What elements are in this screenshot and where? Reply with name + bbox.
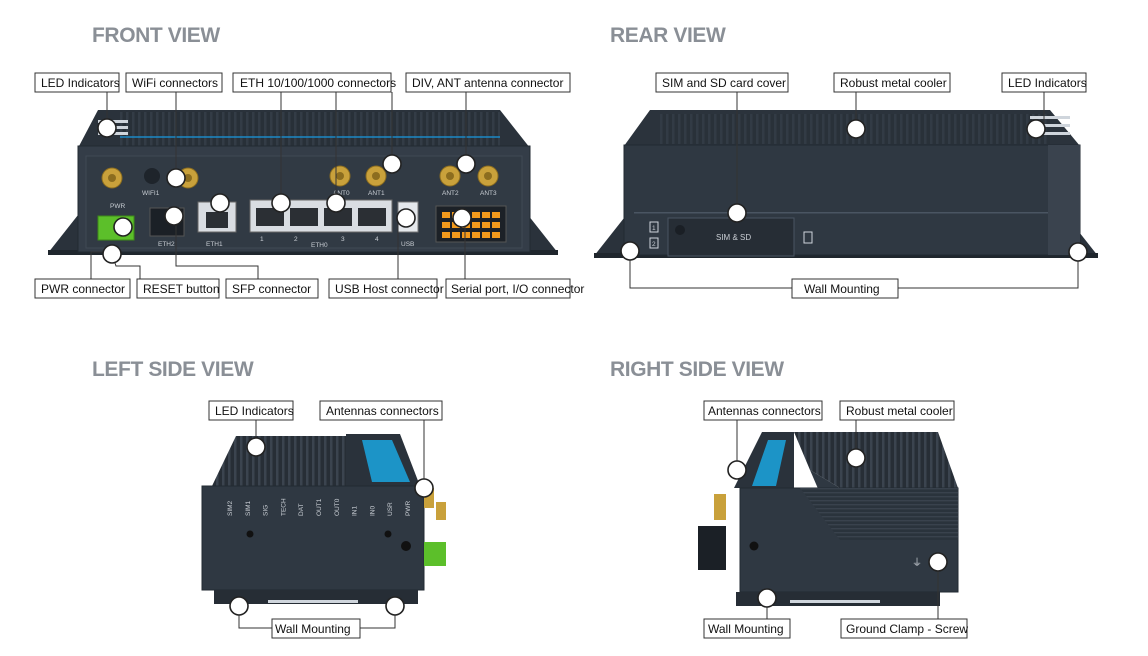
pwr-port-label: PWR (110, 203, 125, 210)
left-led-label-out1: OUT1 (316, 498, 323, 516)
left-callout-dots (229, 437, 434, 616)
front-callout-dots (97, 118, 476, 264)
rear-wall-mounting-label: Wall Mounting (804, 282, 880, 296)
left-led-label-tech: TECH (280, 498, 287, 516)
left-led-label-out0: OUT0 (334, 498, 341, 516)
usb-label: USB (401, 241, 414, 248)
sim-sd-cover-label: SIM and SD card cover (662, 76, 786, 90)
right-wall-mounting-label: Wall Mounting (708, 622, 784, 636)
eth-port-1-label: 1 (260, 236, 264, 243)
eth0-ports (249, 199, 393, 233)
eth2-label: ETH2 (158, 241, 175, 248)
left-led-label-pwr: PWR (405, 501, 412, 516)
rear-metal-cooler-label: Robust metal cooler (840, 76, 947, 90)
left-led-label-dat: DAT (298, 503, 305, 516)
wifi1-label: WIFI1 (142, 190, 160, 197)
eth1-label: ETH1 (206, 241, 223, 248)
left-device (201, 434, 446, 604)
ant1-label: ANT1 (368, 190, 385, 197)
serial-io-connector-label: Serial port, I/O connector (451, 282, 584, 296)
sim-sd-device-label: SIM & SD (716, 233, 751, 242)
right-side-view-title: RIGHT SIDE VIEW (610, 358, 784, 381)
reset-button-label: RESET button (143, 282, 220, 296)
left-wall-mounting-label: Wall Mounting (275, 622, 351, 636)
left-led-indicators-label: LED Indicators (215, 404, 294, 418)
ant3-label: ANT3 (480, 190, 497, 197)
ant2-ant3-connectors (439, 165, 499, 187)
left-led-label-in1: IN1 (352, 506, 359, 517)
ant0-ant1-connectors (329, 165, 387, 187)
left-labels: LED Indicators Antennas connectors Wall … (208, 400, 443, 639)
left-led-labels: SIM2 SIM1 SIG TECH DAT OUT1 OUT0 IN1 IN0 USR PWR (227, 498, 412, 516)
rear-led-indicators-label: LED Indicators (1008, 76, 1087, 90)
div-ant-connector-label: DIV, ANT antenna connector (412, 76, 563, 90)
eth-connectors-label: ETH 10/100/1000 connectors (240, 76, 396, 90)
eth0-label: ETH0 (311, 242, 328, 249)
svg-text:⏚: ⏚ (912, 557, 922, 569)
pwr-connector-label: PWR connector (41, 282, 125, 296)
right-labels: Antennas connectors Robust metal cooler … (703, 400, 968, 639)
eth-port-3-label: 3 (341, 236, 345, 243)
left-led-label-sim1: SIM1 (245, 500, 252, 516)
left-side-view-title: LEFT SIDE VIEW (92, 358, 254, 381)
rear-labels: SIM and SD card cover Robust metal coole… (655, 72, 1087, 299)
sim-slot-1-label: 1 (652, 225, 656, 232)
right-metal-cooler-label: Robust metal cooler (846, 404, 953, 418)
eth-port-2-label: 2 (294, 236, 298, 243)
rear-view-title: REAR VIEW (610, 24, 726, 47)
right-device: ⏚ (698, 432, 959, 606)
sim-slot-2-label: 2 (652, 241, 656, 248)
ground-clamp-label: Ground Clamp - Screw (846, 622, 968, 636)
usb-host-connector-label: USB Host connector (335, 282, 444, 296)
front-led-indicators-label: LED Indicators (41, 76, 120, 90)
left-led-label-usr: USR (387, 502, 394, 516)
rear-callout-dots (620, 119, 1088, 262)
left-antennas-connectors-label: Antennas connectors (326, 404, 439, 418)
front-device: WIFI1 PWR ETH2 ETH1 1 2 ETH0 3 4 ANT (48, 110, 558, 255)
left-led-label-in0: IN0 (369, 506, 376, 517)
right-antennas-connectors-label: Antennas connectors (708, 404, 821, 418)
ant0-label: ANT0 (333, 190, 350, 197)
wifi-connectors-label: WiFi connectors (132, 76, 218, 90)
right-callout-dots (727, 448, 948, 608)
eth-port-4-label: 4 (375, 236, 379, 243)
rear-device: SIM & SD 1 2 (594, 110, 1098, 258)
ant2-label: ANT2 (442, 190, 459, 197)
sfp-connector-label: SFP connector (232, 282, 311, 296)
front-view-title: FRONT VIEW (92, 24, 220, 47)
front-labels: LED Indicators WiFi connectors ETH 10/10… (34, 72, 584, 299)
left-led-label-sim2: SIM2 (227, 500, 234, 516)
left-led-label-sig: SIG (263, 505, 270, 516)
